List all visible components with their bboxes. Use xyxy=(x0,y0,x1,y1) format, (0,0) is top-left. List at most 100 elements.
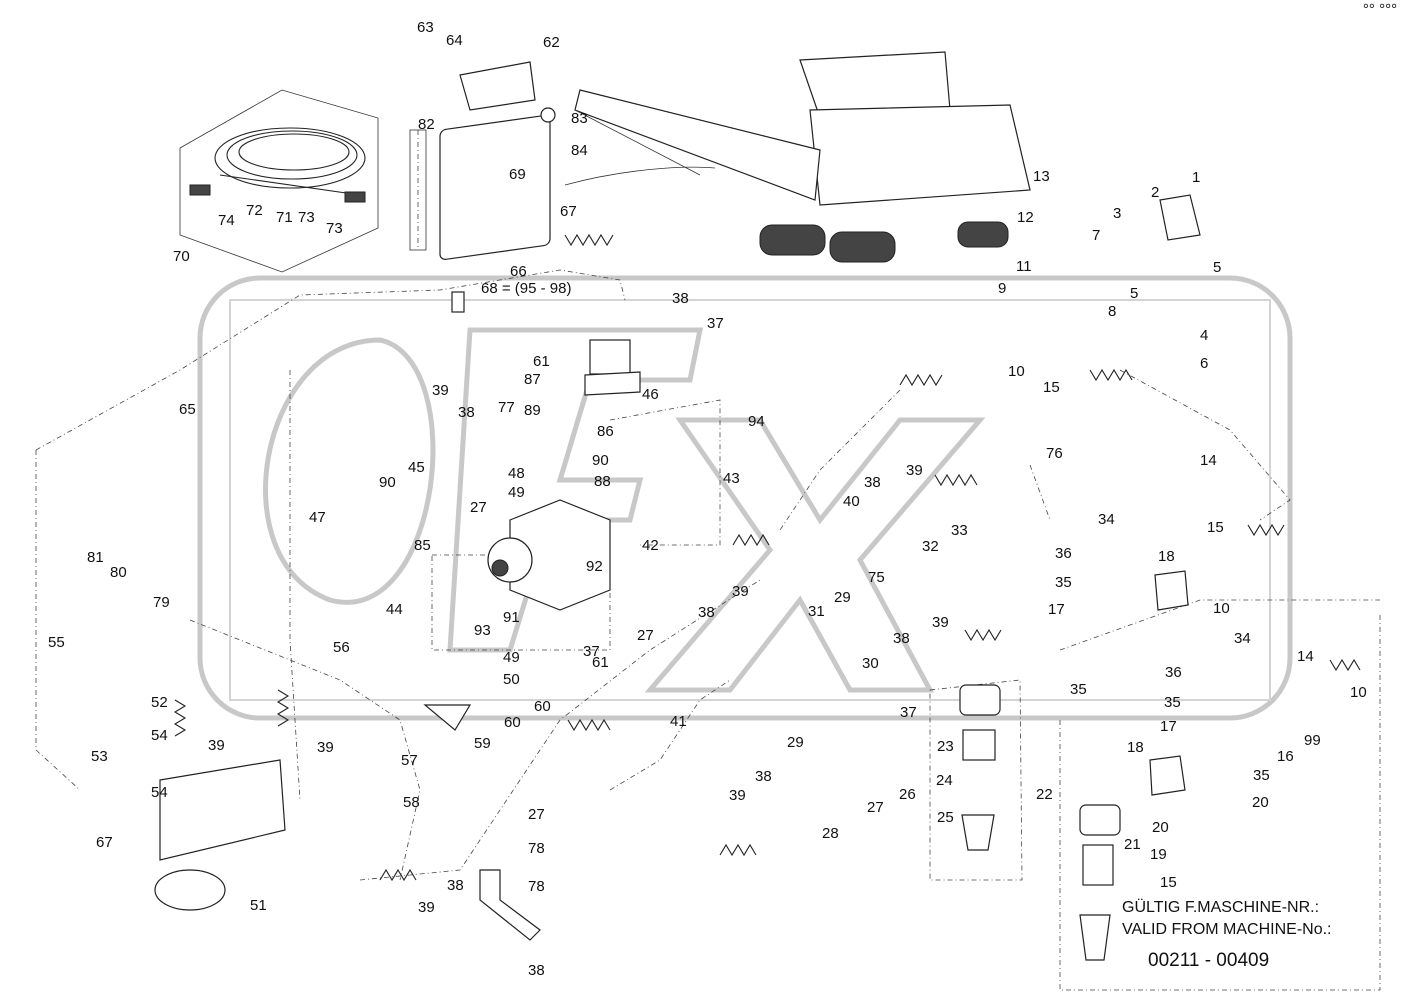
callout-label: 4 xyxy=(1200,327,1208,344)
callout-label: 67 xyxy=(96,834,113,851)
callout-label: 38 xyxy=(458,404,475,421)
control-box xyxy=(409,61,556,313)
callout-label: 20 xyxy=(1152,819,1169,836)
corner-mark: °° °°° xyxy=(1363,1,1397,18)
callout-label: 94 xyxy=(748,413,765,430)
callout-label: 55 xyxy=(48,634,65,651)
callout-label: 28 xyxy=(822,825,839,842)
callout-label: 73 xyxy=(326,220,343,237)
callout-label: 32 xyxy=(922,538,939,555)
hose-lines xyxy=(35,269,1381,991)
callout-label: 10 xyxy=(1213,600,1230,617)
callout-label: 74 xyxy=(218,212,235,229)
callout-label: 23 xyxy=(937,738,954,755)
callout-label: 2 xyxy=(1151,184,1159,201)
callout-label: 13 xyxy=(1033,168,1050,185)
callout-label: 10 xyxy=(1008,363,1025,380)
callout-label: 39 xyxy=(208,737,225,754)
callout-label: 16 xyxy=(1277,748,1294,765)
callout-label: 18 xyxy=(1158,548,1175,565)
callout-label: 15 xyxy=(1043,379,1060,396)
callout-label: 18 xyxy=(1127,739,1144,756)
callout-label: 27 xyxy=(867,799,884,816)
watermark xyxy=(197,275,1293,721)
callout-label: 29 xyxy=(787,734,804,751)
callout-label: 65 xyxy=(179,401,196,418)
callout-label: 36 xyxy=(1055,545,1072,562)
callout-label: 59 xyxy=(474,735,491,752)
callout-label: 78 xyxy=(528,840,545,857)
callout-label: 27 xyxy=(528,806,545,823)
callout-label: 38 xyxy=(893,630,910,647)
callout-label: 54 xyxy=(151,784,168,801)
callout-label: 70 xyxy=(173,248,190,265)
callout-label: 84 xyxy=(571,142,588,159)
callout-label: 38 xyxy=(755,768,772,785)
callout-label: 39 xyxy=(432,382,449,399)
callout-label: 46 xyxy=(642,386,659,403)
callout-label: 27 xyxy=(470,499,487,516)
callout-label: 61 xyxy=(592,654,609,671)
callout-label: 22 xyxy=(1036,786,1053,803)
callout-labels: 1 2 3 4 5 5 6 7 8 9 10 10 11 12 13 14 15… xyxy=(48,19,1367,979)
milling-machine-illustration xyxy=(564,51,1031,263)
callout-label: 38 xyxy=(864,474,881,491)
validity-note: GÜLTIG F.MASCHINE-NR.: VALID FROM MACHIN… xyxy=(1122,898,1332,971)
callout-label: 49 xyxy=(503,649,520,666)
callout-label: 8 xyxy=(1108,303,1116,320)
callout-label: 81 xyxy=(87,549,104,566)
callout-label: 29 xyxy=(834,589,851,606)
callout-label: 88 xyxy=(594,473,611,490)
callout-label: 31 xyxy=(808,603,825,620)
callout-label: 58 xyxy=(403,794,420,811)
callout-label: 79 xyxy=(153,594,170,611)
callout-label: 30 xyxy=(862,655,879,672)
callout-label: 60 xyxy=(534,698,551,715)
callout-label: 43 xyxy=(723,470,740,487)
callout-label: 71 xyxy=(276,209,293,226)
callout-label: 39 xyxy=(732,583,749,600)
callout-label: 27 xyxy=(637,627,654,644)
callout-label: 26 xyxy=(899,786,916,803)
callout-label: 86 xyxy=(597,423,614,440)
callout-label: 34 xyxy=(1098,511,1115,528)
callout-label: 35 xyxy=(1253,767,1270,784)
callout-label: 38 xyxy=(528,962,545,979)
callout-label: 10 xyxy=(1350,684,1367,701)
callout-label: 82 xyxy=(418,116,435,133)
callout-label: 48 xyxy=(508,465,525,482)
callout-label: 40 xyxy=(843,493,860,510)
machine-number-range: 00211 - 00409 xyxy=(1148,950,1269,971)
validity-note-de: GÜLTIG F.MASCHINE-NR.: xyxy=(1122,898,1319,916)
pump-assembly xyxy=(154,194,1201,961)
callout-label: 15 xyxy=(1160,874,1177,891)
callout-label: 38 xyxy=(672,290,689,307)
callout-label: 64 xyxy=(446,32,463,49)
callout-label: 1 xyxy=(1192,169,1200,186)
hose-kit-frame xyxy=(179,89,379,273)
callout-label: 69 xyxy=(509,166,526,183)
callout-label: 56 xyxy=(333,639,350,656)
callout-label: 39 xyxy=(317,739,334,756)
callout-label: 87 xyxy=(524,371,541,388)
callout-label: 6 xyxy=(1200,355,1208,372)
callout-label: 39 xyxy=(418,899,435,916)
callout-label: 91 xyxy=(503,609,520,626)
callout-label: 51 xyxy=(250,897,267,914)
callout-label: 63 xyxy=(417,19,434,36)
callout-label: 24 xyxy=(936,772,953,789)
callout-label: 14 xyxy=(1297,648,1314,665)
callout-label: 72 xyxy=(246,202,263,219)
callout-label: 47 xyxy=(309,509,326,526)
callout-label: 17 xyxy=(1048,601,1065,618)
callout-label: 44 xyxy=(386,601,403,618)
callout-label: 9 xyxy=(998,280,1006,297)
callout-label: 35 xyxy=(1070,681,1087,698)
callout-label: 5 xyxy=(1130,285,1138,302)
callout-label: 37 xyxy=(583,643,600,660)
callout-label: 92 xyxy=(586,558,603,575)
callout-label: 60 xyxy=(504,714,521,731)
callout-label: 76 xyxy=(1046,445,1063,462)
callout-label: 67 xyxy=(560,203,577,220)
callout-label: 39 xyxy=(906,462,923,479)
